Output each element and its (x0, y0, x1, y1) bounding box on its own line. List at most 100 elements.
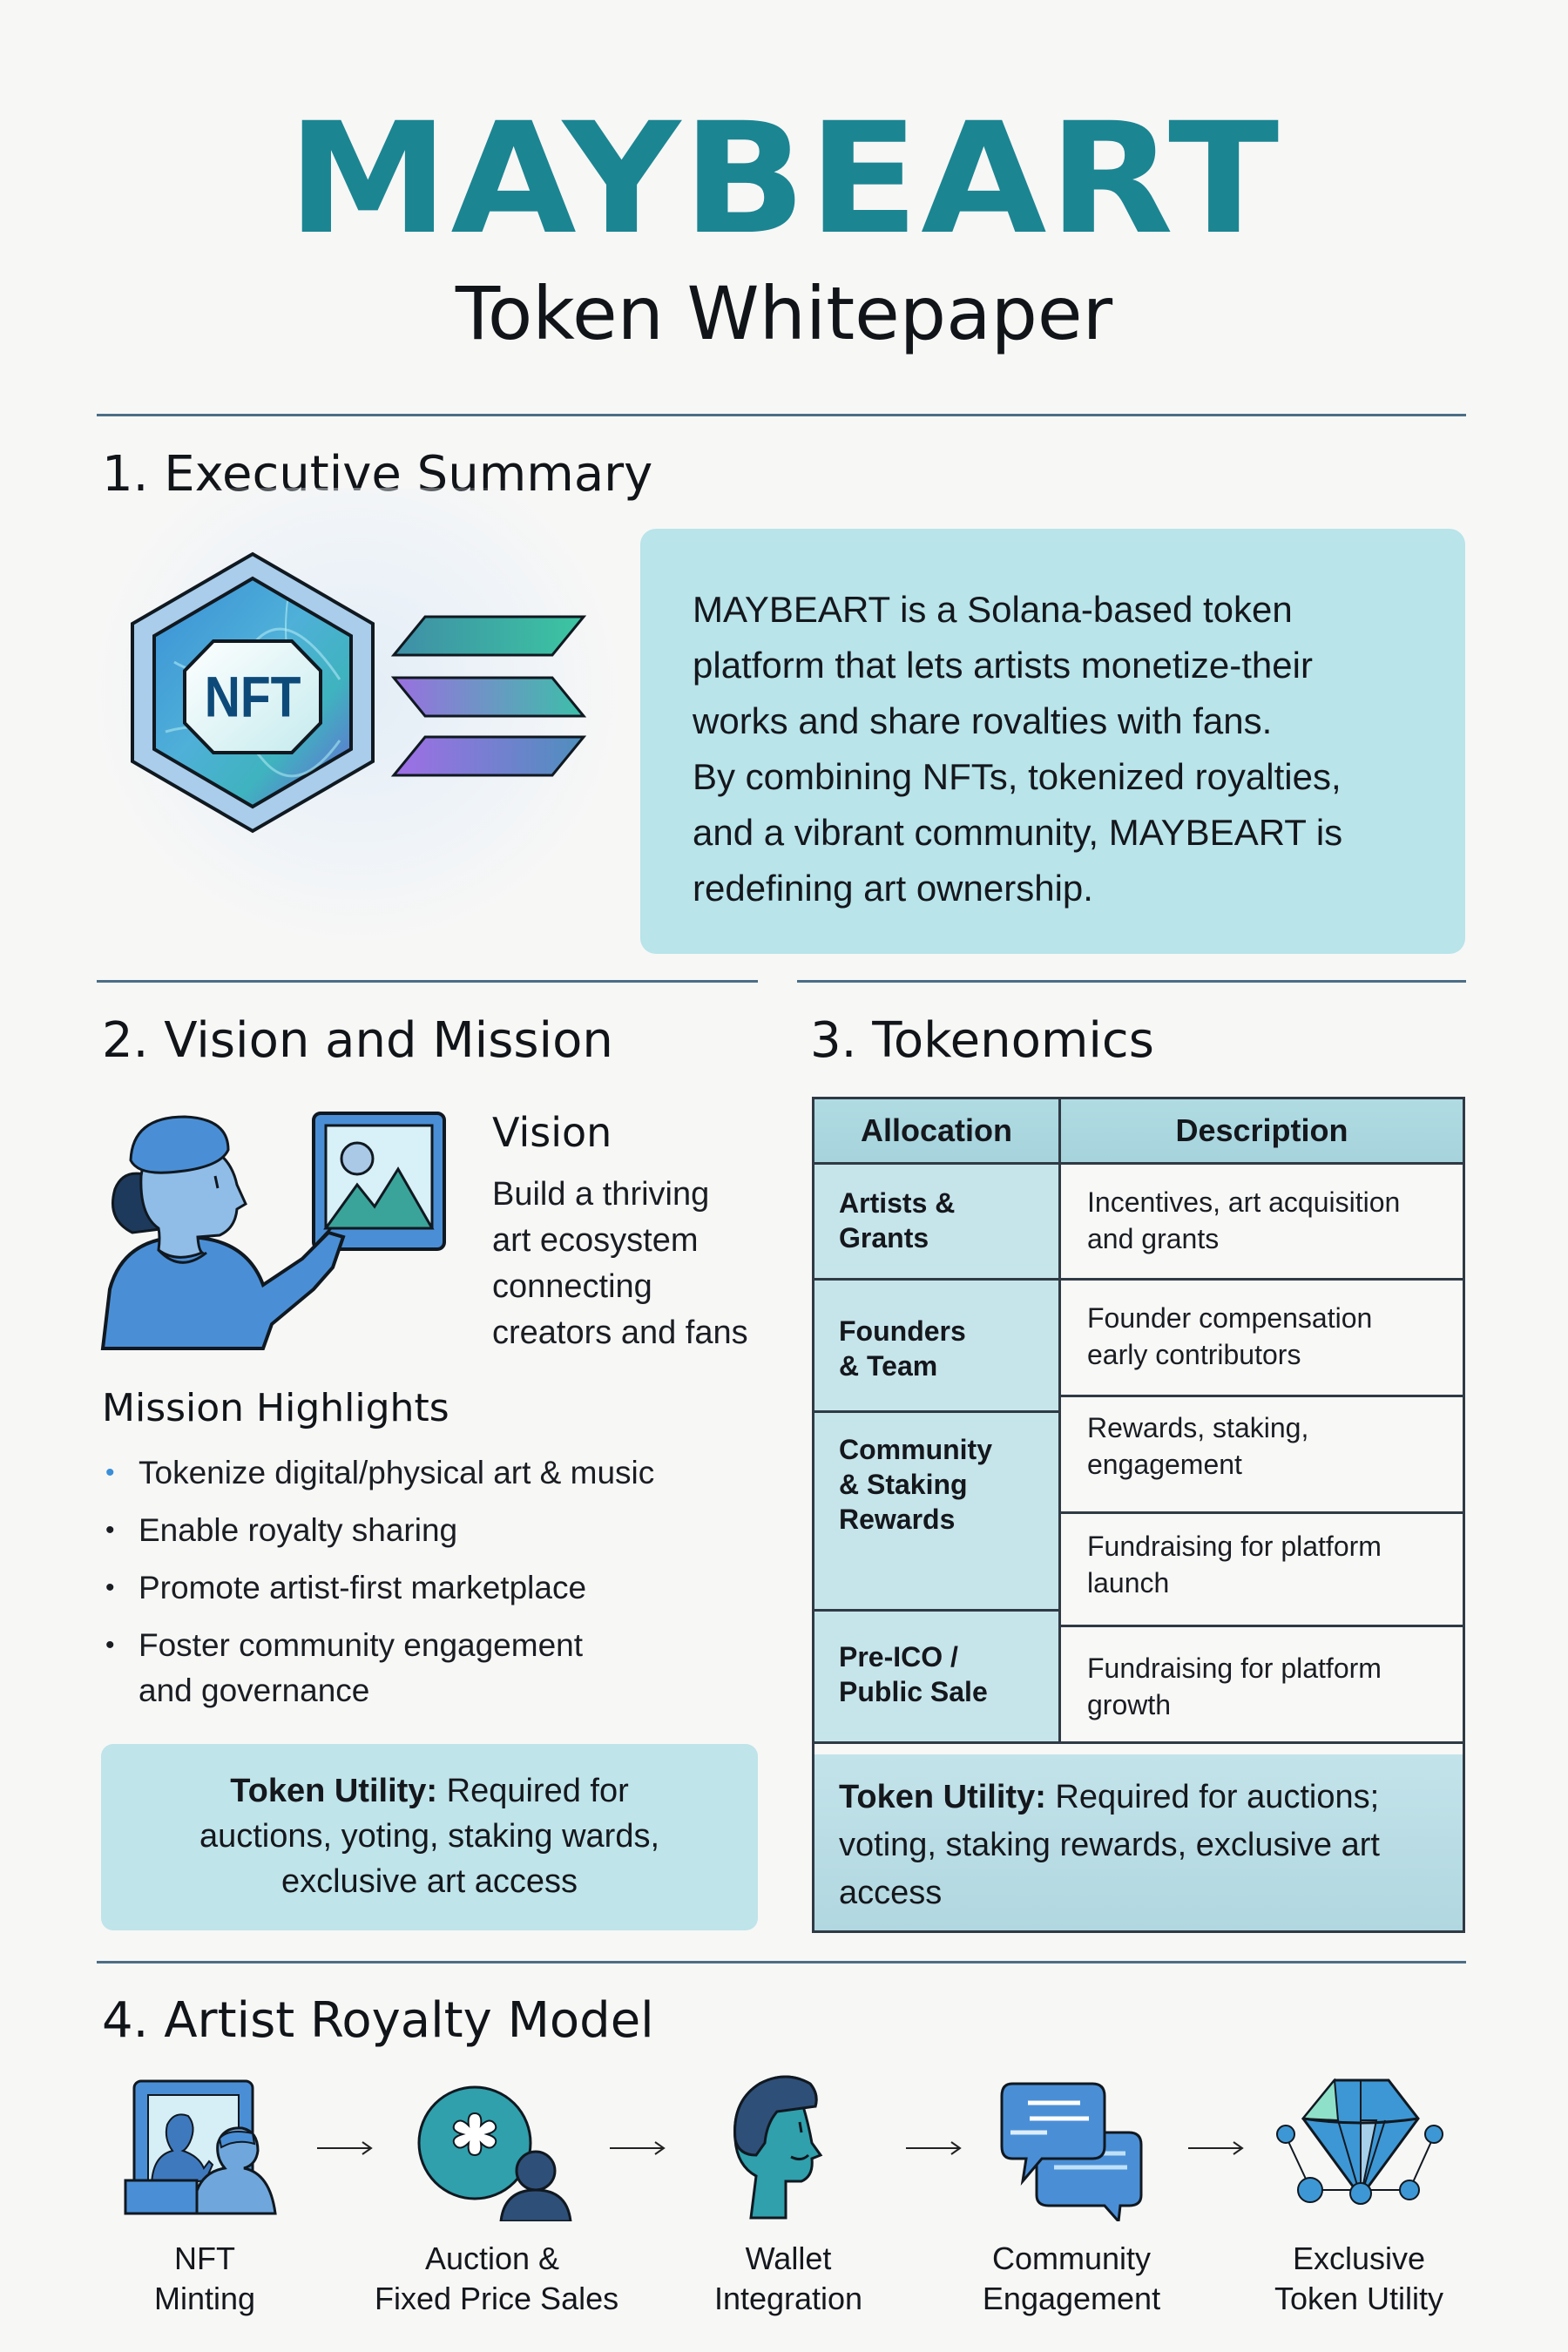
allocation-text: & Team (839, 1350, 938, 1382)
vision-text: Build a thriving art ecosystem connectin… (492, 1172, 748, 1356)
arrow-right-icon (906, 2141, 962, 2155)
section-title-tokenomics: 3. Tokenomics (810, 1012, 1154, 1069)
wallet-user-icon (733, 2075, 823, 2220)
description-cell: Founder compensation early contributors (1061, 1281, 1463, 1397)
description-cell: Rewards, staking, engagement (1061, 1397, 1463, 1514)
nft-hexagon-icon: NFT (131, 551, 375, 834)
token-utility-text: exclusive art access (280, 1863, 578, 1900)
summary-line: platform that lets artists monetize-thei… (693, 645, 1313, 686)
allocation-text: Rewards (839, 1504, 956, 1535)
allocation-cell: Pre-ICO / Public Sale (814, 1612, 1061, 1744)
bullet-icon: • (105, 1458, 115, 1487)
list-item: • Promote artist-first marketplace (102, 1565, 764, 1611)
step-label-line: NFT (174, 2240, 235, 2276)
step-label-line: Minting (153, 2281, 256, 2316)
description-cell: Fundraising for platform launch (1061, 1514, 1463, 1627)
step-label-line: Exclusive (1292, 2240, 1426, 2276)
token-utility-text: auctions, yoting, staking wards, (199, 1818, 660, 1855)
summary-line: works and share rovalties with fans. (693, 700, 1273, 741)
divider (97, 980, 758, 983)
divider (97, 1961, 1466, 1963)
allocation-cell: Founders & Team (814, 1281, 1061, 1413)
list-item: • Tokenize digital/physical art & music (102, 1450, 764, 1496)
step-label: Exclusive Token Utility (1241, 2239, 1477, 2319)
arrow-right-icon (317, 2141, 373, 2155)
vision-heading: Vision (492, 1109, 612, 1156)
allocation-text: Grants (839, 1222, 929, 1254)
description-text: engagement (1087, 1449, 1242, 1480)
description-cell: Incentives, art acquisition and grants (1061, 1165, 1463, 1281)
mission-text: Enable royalty sharing (139, 1512, 458, 1548)
column-header-description: Description (1061, 1099, 1463, 1165)
vision-line: art ecosystem (492, 1222, 699, 1259)
summary-line: redefining art ownership. (693, 868, 1093, 909)
step-label-line: Auction & (424, 2240, 560, 2276)
allocation-text: Founders (839, 1315, 966, 1347)
summary-line: By combining NFTs, tokenized royalties, (693, 756, 1342, 797)
description-text: Fundraising for platform (1087, 1531, 1382, 1562)
arrow-right-icon (610, 2141, 666, 2155)
vision-line: creators and fans (492, 1315, 748, 1351)
bullet-icon: • (105, 1516, 115, 1544)
mission-heading: Mission Highlights (102, 1386, 449, 1430)
token-utility-text: access (839, 1875, 943, 1911)
description-cell: Fundraising for platform growth (1061, 1627, 1463, 1744)
list-item: • Enable royalty sharing (102, 1508, 764, 1553)
section-title-vision-mission: 2. Vision and Mission (102, 1012, 613, 1069)
step-label-line: Wallet (745, 2240, 832, 2276)
nft-label: NFT (205, 666, 301, 730)
allocation-text: Pre-ICO / (839, 1641, 958, 1673)
summary-line: MAYBEART is a Solana-based token (693, 589, 1293, 630)
nft-minting-icon (124, 2079, 277, 2215)
mission-text: Foster community engagement (139, 1627, 584, 1663)
solana-logo-icon (390, 615, 587, 777)
token-utility-box: Token Utility: Required for auctions; vo… (814, 1754, 1463, 1930)
list-item: • Foster community engagement and govern… (102, 1623, 764, 1713)
step-label-line: Engagement (982, 2281, 1161, 2316)
mission-text: Promote artist-first marketplace (139, 1570, 587, 1605)
mission-text: and governance (139, 1673, 370, 1708)
divider (797, 980, 1466, 983)
step-label-line: Community (991, 2240, 1152, 2276)
token-utility-label: Token Utility: (230, 1773, 438, 1809)
description-text: growth (1087, 1689, 1172, 1720)
description-text: Rewards, staking, (1087, 1412, 1309, 1443)
step-label-line: Token Utility (1274, 2281, 1444, 2316)
vision-line: Build a thriving (492, 1176, 710, 1213)
section-title-royalty-model: 4. Artist Royalty Model (102, 1992, 654, 2049)
summary-text: MAYBEART is a Solana-based token platfor… (693, 582, 1442, 916)
summary-line: and a vibrant community, MAYBEART is (693, 812, 1343, 853)
step-label-line: Fixed Price Sales (375, 2281, 619, 2316)
column-header-allocation: Allocation (814, 1099, 1061, 1165)
allocation-cell: Community & Staking Rewards (814, 1413, 1061, 1612)
token-utility-box: Token Utility: Required for auctions, yo… (101, 1744, 758, 1930)
page-subtitle: Token Whitepaper (455, 271, 1113, 356)
allocation-text: & Staking (839, 1469, 968, 1500)
step-label: Community Engagement (963, 2239, 1180, 2319)
description-text: Founder compensation (1087, 1302, 1373, 1334)
allocation-cell: Artists & Grants (814, 1165, 1061, 1281)
allocation-column (814, 1099, 1061, 1744)
step-label-line: Integration (713, 2281, 863, 2316)
artist-pointing-icon (100, 1112, 446, 1350)
arrow-right-icon (1188, 2141, 1244, 2155)
description-text: early contributors (1087, 1339, 1301, 1370)
mission-text: Tokenize digital/physical art & music (139, 1455, 655, 1490)
mission-list: • Tokenize digital/physical art & music … (102, 1450, 764, 1726)
allocation-text: Artists & (839, 1187, 956, 1219)
tokenomics-table: Allocation Description Artists & Grants … (812, 1097, 1465, 1933)
token-utility-text: Required for (446, 1773, 629, 1809)
divider (97, 414, 1466, 416)
token-utility-label: Token Utility: (839, 1779, 1046, 1815)
description-text: Fundraising for platform (1087, 1652, 1382, 1684)
chat-bubbles-icon (1000, 2082, 1143, 2221)
token-utility-text: voting, staking rewards, exclusive art (839, 1827, 1380, 1863)
allocation-text: Public Sale (839, 1676, 988, 1707)
auction-icon (417, 2085, 572, 2221)
step-label: NFT Minting (118, 2239, 292, 2319)
description-text: launch (1087, 1567, 1170, 1598)
step-label: Wallet Integration (679, 2239, 897, 2319)
vision-line: connecting (492, 1268, 652, 1305)
allocation-text: Community (839, 1434, 992, 1465)
bullet-icon: • (105, 1631, 115, 1659)
